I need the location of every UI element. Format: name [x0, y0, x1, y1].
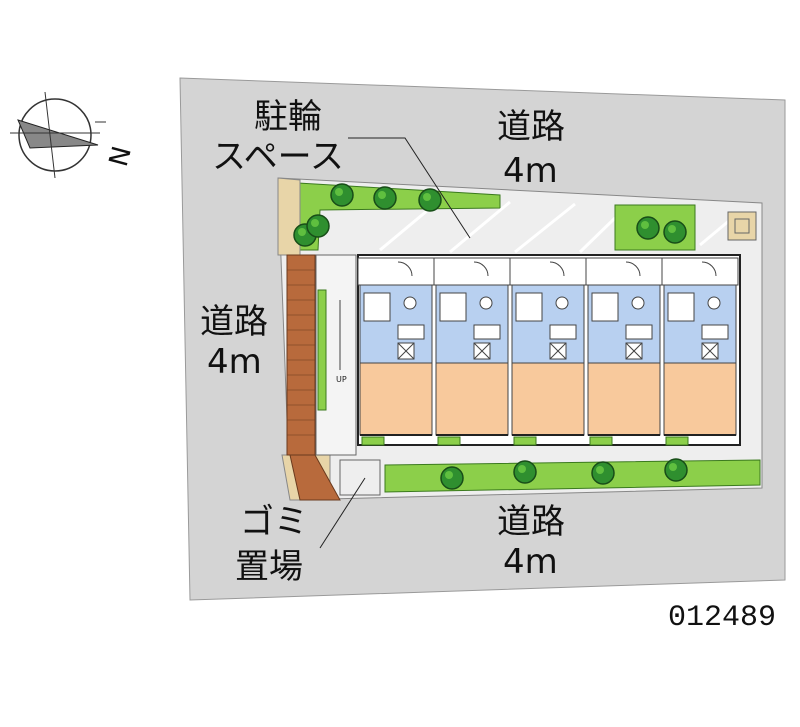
corner-sand-area	[277, 177, 301, 256]
road-bottom-width: 4m	[503, 542, 558, 582]
washer-cross	[549, 342, 567, 360]
garbage-label-line2: 置場	[235, 547, 303, 587]
unit-3	[509, 257, 587, 446]
washer-cross	[397, 342, 415, 360]
unit-room	[511, 362, 585, 436]
stair-marker: UP	[336, 375, 347, 384]
toilet-fixture	[555, 296, 569, 310]
sink-fixture	[473, 324, 501, 340]
balcony-planter	[513, 436, 537, 446]
washer-cross	[625, 342, 643, 360]
unit-entry	[585, 257, 663, 286]
tree-highlight	[445, 471, 453, 479]
tree-icon	[636, 216, 660, 240]
bicycle-space-lines	[379, 198, 617, 254]
toilet-fixture	[403, 296, 417, 310]
unit-entry	[509, 257, 587, 286]
sink-fixture	[625, 324, 653, 340]
garbage-area	[339, 459, 381, 496]
sink-fixture	[549, 324, 577, 340]
tree-highlight	[335, 188, 343, 196]
bath-fixture	[439, 292, 467, 322]
unit-1	[357, 257, 435, 446]
bath-fixture	[363, 292, 391, 322]
unit-4	[585, 257, 663, 446]
unit-5	[661, 257, 739, 446]
compass-icon: N	[10, 91, 138, 179]
bath-fixture	[667, 292, 695, 322]
road-top-width: 4m	[503, 151, 558, 191]
tree-highlight	[596, 466, 604, 474]
unit-room	[435, 362, 509, 436]
tree-highlight	[668, 225, 676, 233]
toilet-fixture	[707, 296, 721, 310]
unit-2	[433, 257, 511, 446]
tree-highlight	[641, 221, 649, 229]
toilet-fixture	[631, 296, 645, 310]
toilet-fixture	[479, 296, 493, 310]
door-swing	[473, 261, 489, 277]
sink-fixture	[397, 324, 425, 340]
tree-highlight	[298, 228, 306, 236]
garbage-leader-line	[319, 477, 366, 549]
balcony-planter	[361, 436, 385, 446]
compass-letter: N	[104, 143, 138, 170]
tree-highlight	[423, 193, 431, 201]
listing-id: 012489	[668, 601, 776, 635]
unit-room	[663, 362, 737, 436]
tree-icon	[591, 461, 615, 485]
bicycle-parking-label-line2: スペース	[212, 137, 344, 177]
balcony-planter	[437, 436, 461, 446]
unit-room	[587, 362, 661, 436]
unit-entry	[357, 257, 435, 286]
balcony-planter	[665, 436, 689, 446]
door-swing	[625, 261, 641, 277]
bicycle-parking-label-line1: 駐輪	[254, 97, 322, 137]
washer-cross	[701, 342, 719, 360]
unit-entry	[661, 257, 739, 286]
apartment-units	[357, 254, 741, 446]
bath-fixture	[515, 292, 543, 322]
tree-icon	[663, 220, 687, 244]
door-swing	[701, 261, 717, 277]
bath-fixture	[591, 292, 619, 322]
tree-icon	[373, 186, 397, 210]
tree-icon	[306, 214, 330, 238]
tree-icon	[513, 460, 537, 484]
bicycle-leader-line	[348, 137, 471, 239]
door-swing	[549, 261, 565, 277]
brick-wall	[286, 254, 316, 456]
tree-highlight	[669, 463, 677, 471]
tree-icon	[330, 183, 354, 207]
balcony-planter	[589, 436, 613, 446]
sink-fixture	[701, 324, 729, 340]
garbage-label-line1: ゴミ	[240, 502, 308, 542]
road-left-label: 道路	[200, 302, 268, 342]
tree-highlight	[311, 219, 319, 227]
trees	[293, 183, 688, 490]
tree-icon	[418, 188, 442, 212]
road-top-label: 道路	[497, 107, 565, 147]
unit-entry	[433, 257, 511, 286]
tree-highlight	[378, 191, 386, 199]
road-bottom-label: 道路	[497, 502, 565, 542]
road-left-width: 4m	[207, 342, 262, 382]
tree-highlight	[518, 465, 526, 473]
tree-icon	[664, 458, 688, 482]
unit-room	[359, 362, 433, 436]
door-swing	[397, 261, 413, 277]
tree-icon	[440, 466, 464, 490]
washer-cross	[473, 342, 491, 360]
utility-box	[727, 211, 757, 241]
